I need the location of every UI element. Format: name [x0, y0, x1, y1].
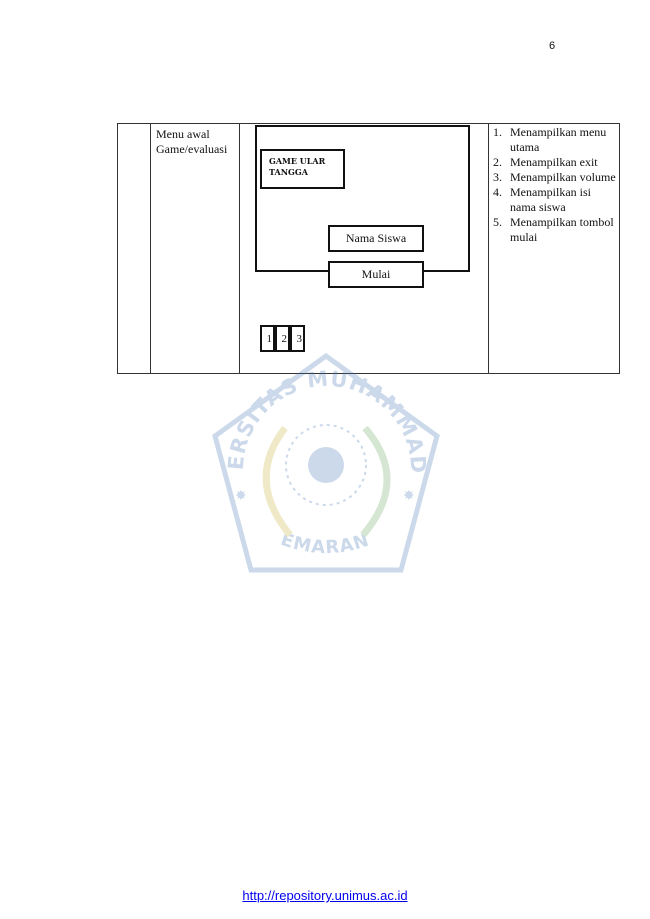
list-item: 5. Menampilkan tombol mulai — [493, 215, 618, 245]
column-divider — [239, 124, 240, 373]
star-icon: ✸ — [235, 489, 247, 504]
mockup-start-button: Mulai — [328, 261, 424, 288]
repository-link[interactable]: http://repository.unimus.ac.id — [242, 888, 408, 903]
sun-rays-icon — [285, 424, 367, 506]
list-text: Menampilkan menu utama — [510, 125, 607, 154]
feature-list: 1. Menampilkan menu utama 2. Menampilkan e… — [493, 125, 618, 245]
mockup-level-2: 2 — [275, 325, 290, 352]
mockup-name-field: Nama Siswa — [328, 225, 424, 252]
list-item: 4. Menampilkan isi nama siswa — [493, 185, 618, 215]
list-item: 1. Menampilkan menu utama — [493, 125, 618, 155]
list-text: Menampilkan volume — [510, 170, 616, 184]
mockup-level-1: 1 — [260, 325, 275, 352]
row-label: Menu awal Game/evaluasi — [156, 127, 228, 156]
leaf-icon — [360, 425, 391, 538]
list-text: Menampilkan tombol mulai — [510, 215, 614, 244]
center-emblem-icon — [308, 447, 344, 483]
mockup-level-3: 3 — [290, 325, 305, 352]
seal-outline — [212, 352, 440, 573]
column-divider — [150, 124, 151, 373]
list-number: 3. — [493, 170, 502, 184]
list-item: 2. Menampilkan exit — [493, 155, 618, 170]
wheat-icon — [262, 425, 293, 538]
design-table: Menu awal Game/evaluasi — [117, 123, 620, 374]
list-number: 4. — [493, 185, 502, 199]
university-watermark-seal: UNIVERSITAS MUHAMMADIYAH SEMARANG ✸ ✸ — [205, 350, 440, 573]
page-number: 6 — [549, 40, 556, 52]
list-text: Menampilkan isi nama siswa — [510, 185, 591, 214]
list-number: 5. — [493, 215, 502, 229]
list-number: 1. — [493, 125, 502, 139]
star-icon: ✸ — [403, 489, 415, 504]
list-text: Menampilkan exit — [510, 155, 598, 169]
list-number: 2. — [493, 155, 502, 169]
list-item: 3. Menampilkan volume — [493, 170, 618, 185]
column-divider — [488, 124, 489, 373]
mockup-game-title: GAME ULAR TANGGA — [260, 149, 345, 189]
